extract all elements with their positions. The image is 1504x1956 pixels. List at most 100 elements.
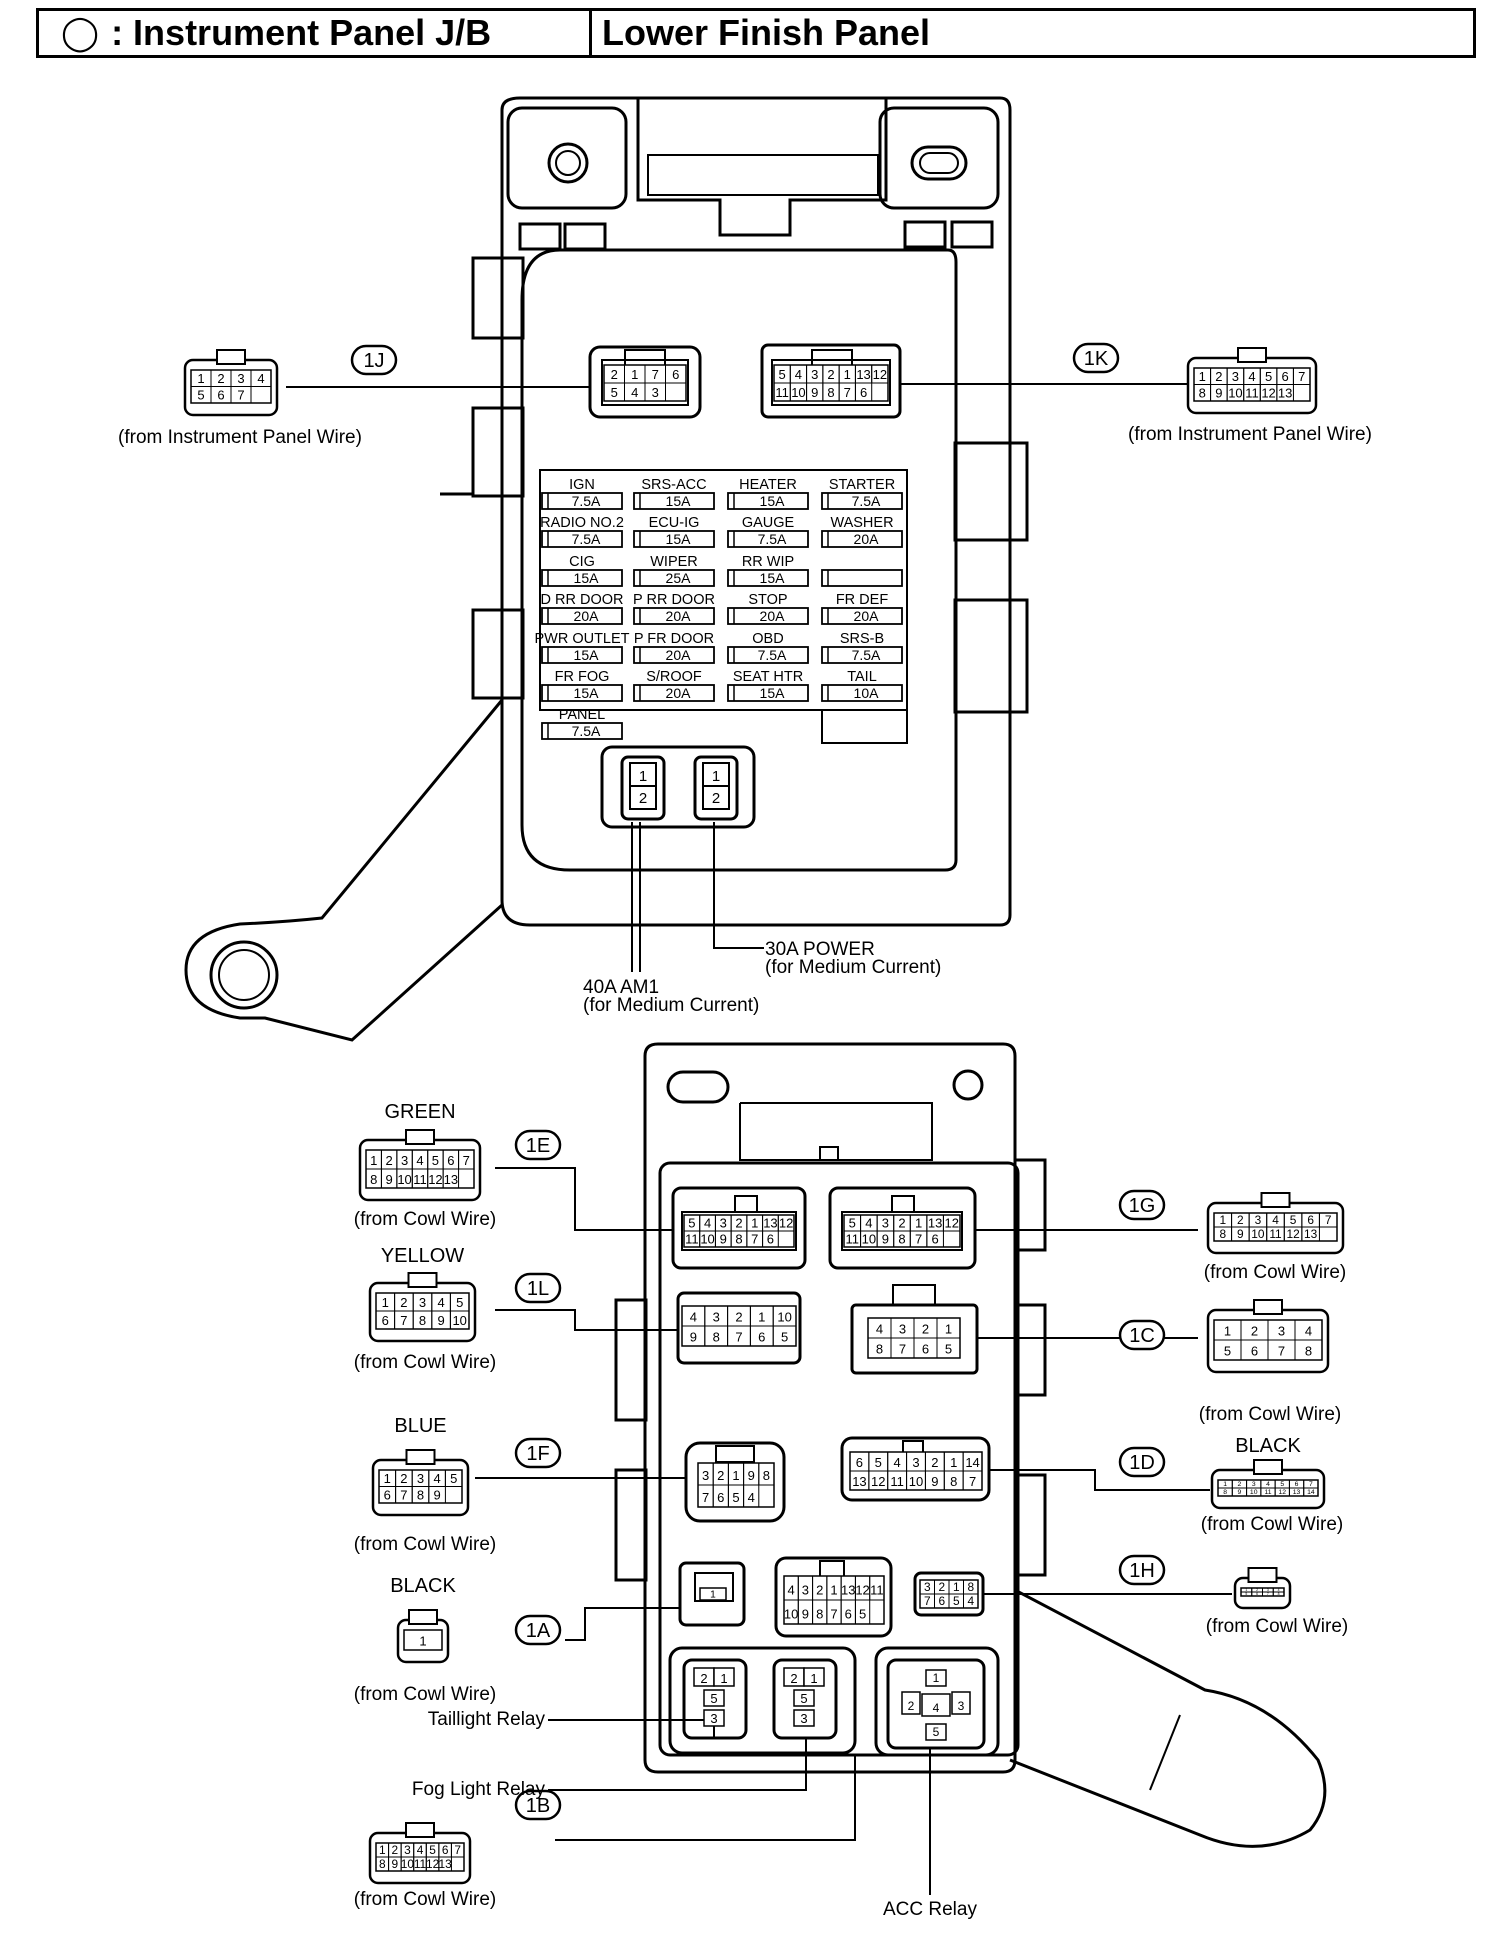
pin-number: 4 (631, 385, 638, 400)
medium-fuse-30A-power (693, 755, 739, 821)
pin-number: 6 (845, 1607, 852, 1622)
plug-1J-latch (216, 349, 246, 365)
pin-number: 1 (370, 1153, 377, 1168)
pin-number: 2 (735, 1215, 742, 1230)
pin-number: 6 (1282, 369, 1289, 384)
pin-number: 4 (894, 1455, 901, 1470)
pin-number: 6 (382, 1313, 389, 1328)
plug-1A-pins: 1 (403, 1629, 443, 1651)
pin-number: 5 (1224, 1344, 1231, 1359)
taillight-relay-label: Taillight Relay (428, 1709, 546, 1730)
pin-number: 10 (1250, 1489, 1258, 1496)
wire-color-1A: BLACK (390, 1575, 456, 1597)
medium-fuse-holder (600, 745, 756, 829)
pin-number: 9 (1215, 385, 1222, 400)
fuse-name: SRS-B (840, 631, 884, 647)
badge-1F: 1F (526, 1443, 549, 1465)
pin-number: 1 (419, 1634, 426, 1649)
badge-1A-oval (514, 1614, 562, 1646)
pin-number: 7 (652, 367, 659, 382)
pin-number: 1 (758, 1310, 765, 1325)
pin-number: 8 (1219, 1227, 1226, 1241)
pin-number: 8 (1278, 1592, 1280, 1596)
fuse-name: S/ROOF (646, 669, 702, 685)
fuse-name: PWR OUTLET (534, 631, 629, 647)
wire-color-1D: BLACK (1235, 1435, 1301, 1457)
pin-number: 6 (856, 1455, 863, 1470)
fuse-name: RADIO NO.2 (540, 515, 624, 531)
fuse-panel (539, 469, 908, 711)
medium-fuse-40A-sublabel: (for Medium Current) (583, 995, 759, 1016)
pin-number: 1 (631, 367, 638, 382)
mounting-tab-left (506, 106, 628, 210)
pin-number: 3 (419, 1295, 426, 1310)
pin-number: 10 (777, 1310, 791, 1325)
acc-relay-body (886, 1658, 986, 1750)
pin-number: 3 (1252, 1481, 1256, 1488)
pin-number: 7 (1278, 1344, 1285, 1359)
pin-number: 8 (735, 1231, 742, 1246)
pin-number: 7 (969, 1474, 976, 1489)
pin-number: 3 (811, 367, 818, 382)
fuse-amp: 7.5A (572, 493, 601, 509)
source-label-1C: (from Cowl Wire) (1199, 1404, 1342, 1425)
pin-number: 8 (379, 1857, 386, 1871)
pin-number: 1 (830, 1583, 837, 1598)
socket-1A-body (678, 1561, 746, 1627)
fuse-name: STARTER (829, 477, 895, 493)
fuse-amp: 15A (574, 685, 600, 701)
pin-number: 11 (414, 1857, 427, 1871)
pin-number: 3 (1255, 1213, 1262, 1227)
plug-1B-latch (405, 1822, 435, 1838)
pin-number: 7 (1309, 1481, 1313, 1488)
pin-number: 4 (1305, 1324, 1312, 1339)
pin-number: 2 (386, 1153, 393, 1168)
pin-number: 10 (791, 385, 805, 400)
pin-number: 6 (1295, 1481, 1299, 1488)
pin-number: 4 (690, 1310, 697, 1325)
lower-mount-hole-left (666, 1070, 730, 1104)
pin-number: 5 (197, 387, 204, 402)
pin-number: 6 (717, 1490, 724, 1505)
fuse-name: FR DEF (836, 592, 889, 608)
pin-number: 8 (827, 385, 834, 400)
pin-number: 13 (1278, 385, 1292, 400)
pin-number: 10 (1228, 385, 1242, 400)
pin-number: 9 (392, 1857, 399, 1871)
relay-pin: 3 (800, 1711, 807, 1726)
pin-number: 1 (945, 1322, 952, 1337)
pin-number: 4 (788, 1583, 795, 1598)
fuse-name: GAUGE (742, 515, 795, 531)
relay-pin: 2 (790, 1671, 797, 1686)
fuse-amp: 20A (666, 647, 692, 663)
badge-1K: 1K (1084, 348, 1109, 370)
plug-1A-latch (408, 1609, 438, 1625)
header-right-title: Lower Finish Panel (602, 12, 931, 53)
plug-1F-latch (405, 1449, 436, 1465)
fuse-amp: 20A (854, 531, 880, 547)
acc-relay-label: ACC Relay (883, 1899, 977, 1920)
fuse-amp: 20A (760, 608, 786, 624)
pin-number: 1 (844, 367, 851, 382)
pin-number: 3 (1267, 1588, 1269, 1592)
pin-number: 14 (965, 1455, 979, 1470)
pin-number: 12 (871, 1474, 885, 1489)
badge-1E-oval (514, 1129, 562, 1161)
source-label-1E: (from Cowl Wire) (354, 1209, 497, 1230)
pin-number: 2 (1251, 1324, 1258, 1339)
pin-number: 10 (909, 1474, 923, 1489)
fuse-amp: 15A (760, 493, 786, 509)
